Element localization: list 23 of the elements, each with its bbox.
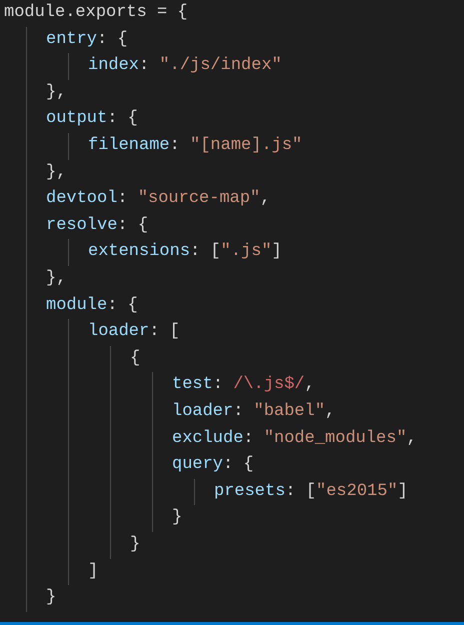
code-line: ] <box>88 560 98 583</box>
code-line: } <box>46 587 56 610</box>
code-line: extensions: [".js"] <box>88 241 282 264</box>
code-line: index: "./js/index" <box>88 55 282 78</box>
code-line: presets: ["es2015"] <box>214 480 408 503</box>
code-line: } <box>130 534 140 556</box>
code-line: module.exports = { <box>4 2 188 24</box>
code-line: test: /\.js$/, <box>172 374 315 396</box>
code-line: resolve: { <box>46 214 148 237</box>
code-line: module: { <box>46 294 138 317</box>
code-line: } <box>172 507 182 530</box>
code-line: loader: "babel", <box>172 401 336 423</box>
code-line: }, <box>46 82 66 104</box>
code-line: { <box>130 348 140 370</box>
code-line: filename: "[name].js" <box>88 135 302 157</box>
code-line: devtool: "source-map", <box>46 188 270 210</box>
code-line: exclude: "node_modules", <box>172 428 417 450</box>
code-line: entry: { <box>46 28 128 51</box>
code-line: }, <box>46 162 66 184</box>
code-line: output: { <box>46 108 138 130</box>
code-line: }, <box>46 268 66 290</box>
code-line: loader: [ <box>88 321 180 344</box>
code-line: query: { <box>172 454 254 476</box>
